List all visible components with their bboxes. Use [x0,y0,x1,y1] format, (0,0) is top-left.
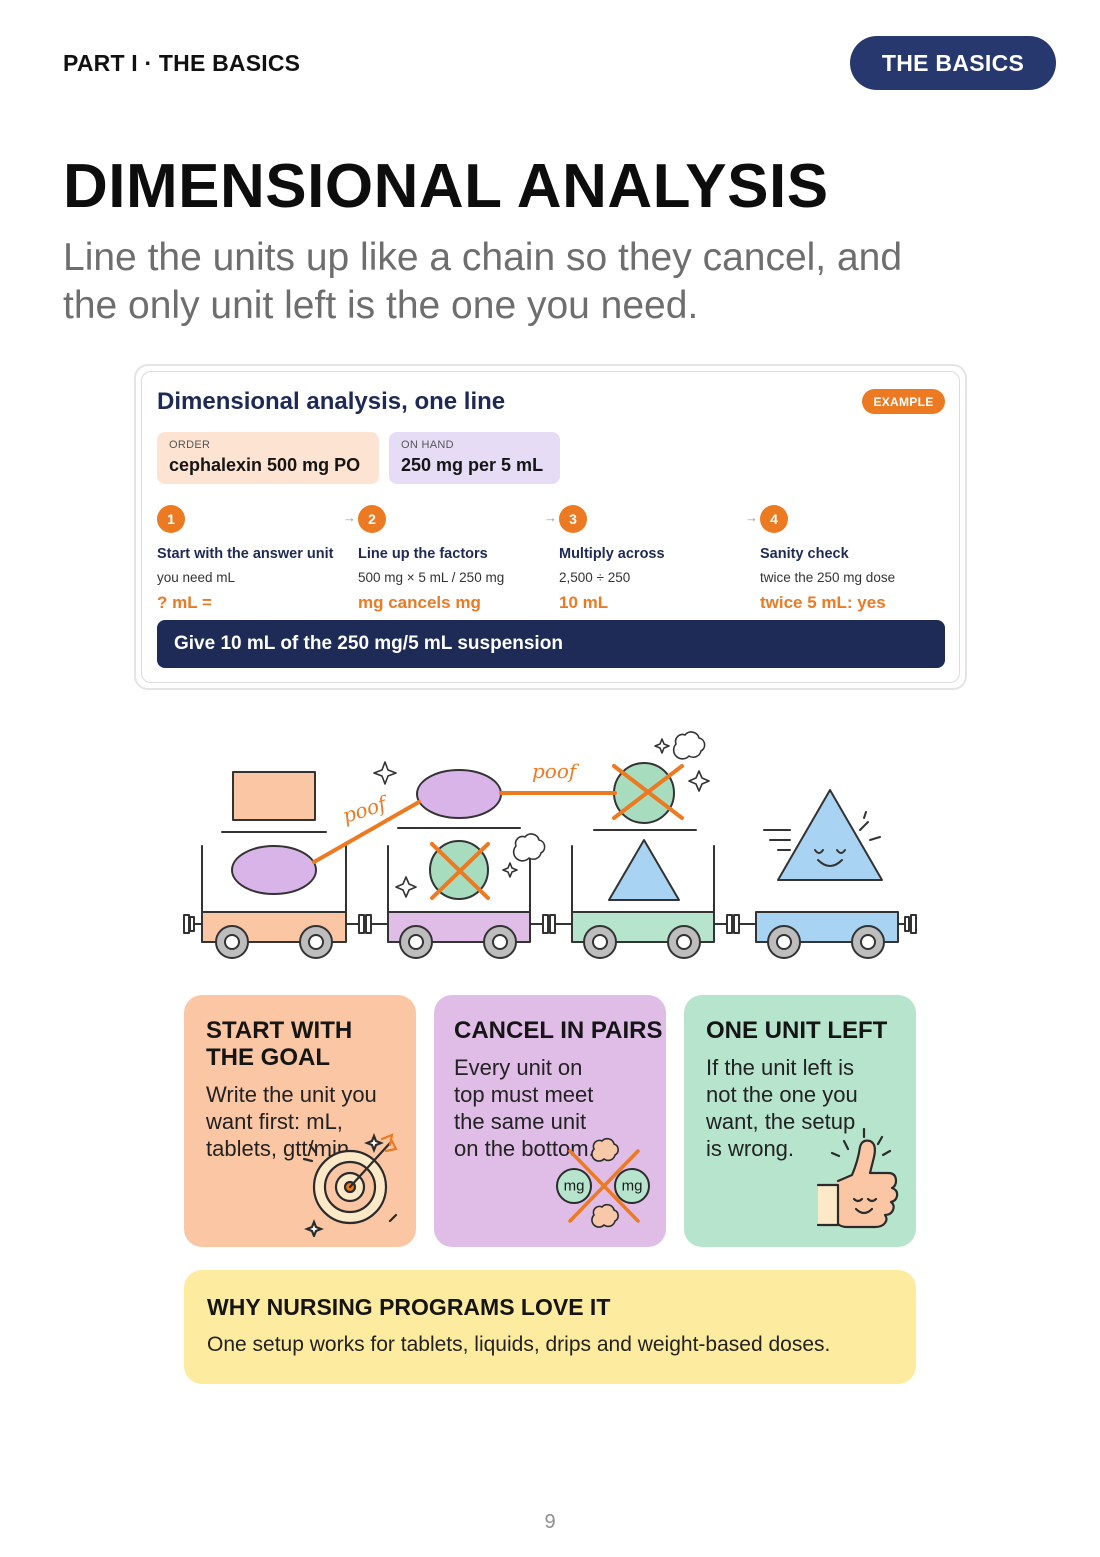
tip-title: ONE UNIT LEFT [706,1017,888,1044]
cancel-strokes [312,764,684,900]
on-hand-caption: ON HAND [401,439,454,451]
on-hand-value: 250 mg per 5 mL [401,455,544,475]
arrow-right-icon: → [343,510,356,525]
tip-body: Every unit on top must meet the same uni… [454,1055,595,1161]
unit-mg-right: mg [621,1177,643,1195]
step-number: 2 [358,505,386,533]
tip-title: START WITH THE GOAL [206,1017,353,1071]
page-number: 9 [544,1511,556,1533]
section-pill: THE BASICS [850,36,1056,90]
factor-triangle [608,839,680,901]
step-1: 1 Start with the answer unit you need mL… [157,505,357,613]
answer-bar: Give 10 mL of the 250 mg/5 mL suspension [157,620,945,668]
step-4: → 4 Sanity check twice the 250 mg dose t… [745,505,960,613]
poof-cloud-icon [512,833,546,862]
step-number: 4 [760,505,788,533]
order-caption: ORDER [169,439,211,451]
step-result: mg cancels mg [358,593,481,612]
unit-mg-left: mg [563,1177,585,1195]
step-desc: you need mL [157,570,236,585]
why-it-works-callout: WHY NURSING PROGRAMS LOVE IT One setup w… [184,1270,916,1384]
step-2: → 2 Line up the factors 500 mg × 5 mL / … [343,505,558,613]
step-result: ? mL = [157,593,212,612]
example-card: Dimensional analysis, one line EXAMPLE O… [141,371,960,683]
example-card-border [134,364,967,690]
step-title: Start with the answer unit [157,546,334,562]
example-title: Dimensional analysis, one line [157,388,506,415]
step-number: 1 [157,505,185,533]
factor-ellipse [416,769,502,819]
step-desc: twice the 250 mg dose [760,570,896,585]
thumbs-up-icon [816,1127,899,1229]
target-icon [302,1133,398,1237]
factor-ellipse [231,845,317,895]
sparkles [373,731,710,898]
step-desc: 500 mg × 5 mL / 250 mg [358,570,505,585]
running-head: PART I · THE BASICS [63,50,301,76]
tip-card-goal: START WITH THE GOAL Write the unit you w… [184,995,416,1247]
page-title: DIMENSIONAL ANALYSIS [63,152,829,221]
callout-title: WHY NURSING PROGRAMS LOVE IT [207,1294,611,1320]
unit-train-illustration: poof poof [183,731,917,959]
step-result: twice 5 mL: yes [760,593,886,612]
tip-body: If the unit left is not the one you want… [706,1055,858,1161]
example-badge: EXAMPLE [862,389,945,414]
poof-label-2: poof [532,759,580,783]
train-car-4 [755,789,899,959]
poof-cloud-icon [672,731,706,760]
step-3: → 3 Multiply across 2,500 ÷ 250 10 mL [544,505,759,613]
step-number: 3 [559,505,587,533]
factor-rectangle [232,771,316,821]
step-result: 10 mL [559,593,609,612]
tip-title: CANCEL IN PAIRS [454,1017,663,1044]
answer-triangle [777,789,883,881]
arrow-right-icon: → [745,510,758,525]
on-hand-chip: ON HAND 250 mg per 5 mL [389,432,560,484]
train-car-1 [201,771,347,959]
order-value: cephalexin 500 mg PO [169,455,361,475]
tip-card-cancel: CANCEL IN PAIRS Every unit on top must m… [434,995,666,1247]
train-couplers [183,914,917,934]
step-title: Multiply across [559,546,665,562]
step-title: Sanity check [760,546,849,562]
arrow-right-icon: → [544,510,557,525]
step-title: Line up the factors [358,546,488,562]
tip-card-one-unit: ONE UNIT LEFT If the unit left is not th… [684,995,916,1247]
mg-cancel-art: mg mg [552,1133,660,1233]
page-subtitle: Line the units up like a chain so they c… [63,236,903,327]
callout-body: One setup works for tablets, liquids, dr… [207,1333,831,1356]
order-chip: ORDER cephalexin 500 mg PO [157,432,379,484]
step-desc: 2,500 ÷ 250 [559,570,631,585]
train-car-2 [387,769,531,959]
